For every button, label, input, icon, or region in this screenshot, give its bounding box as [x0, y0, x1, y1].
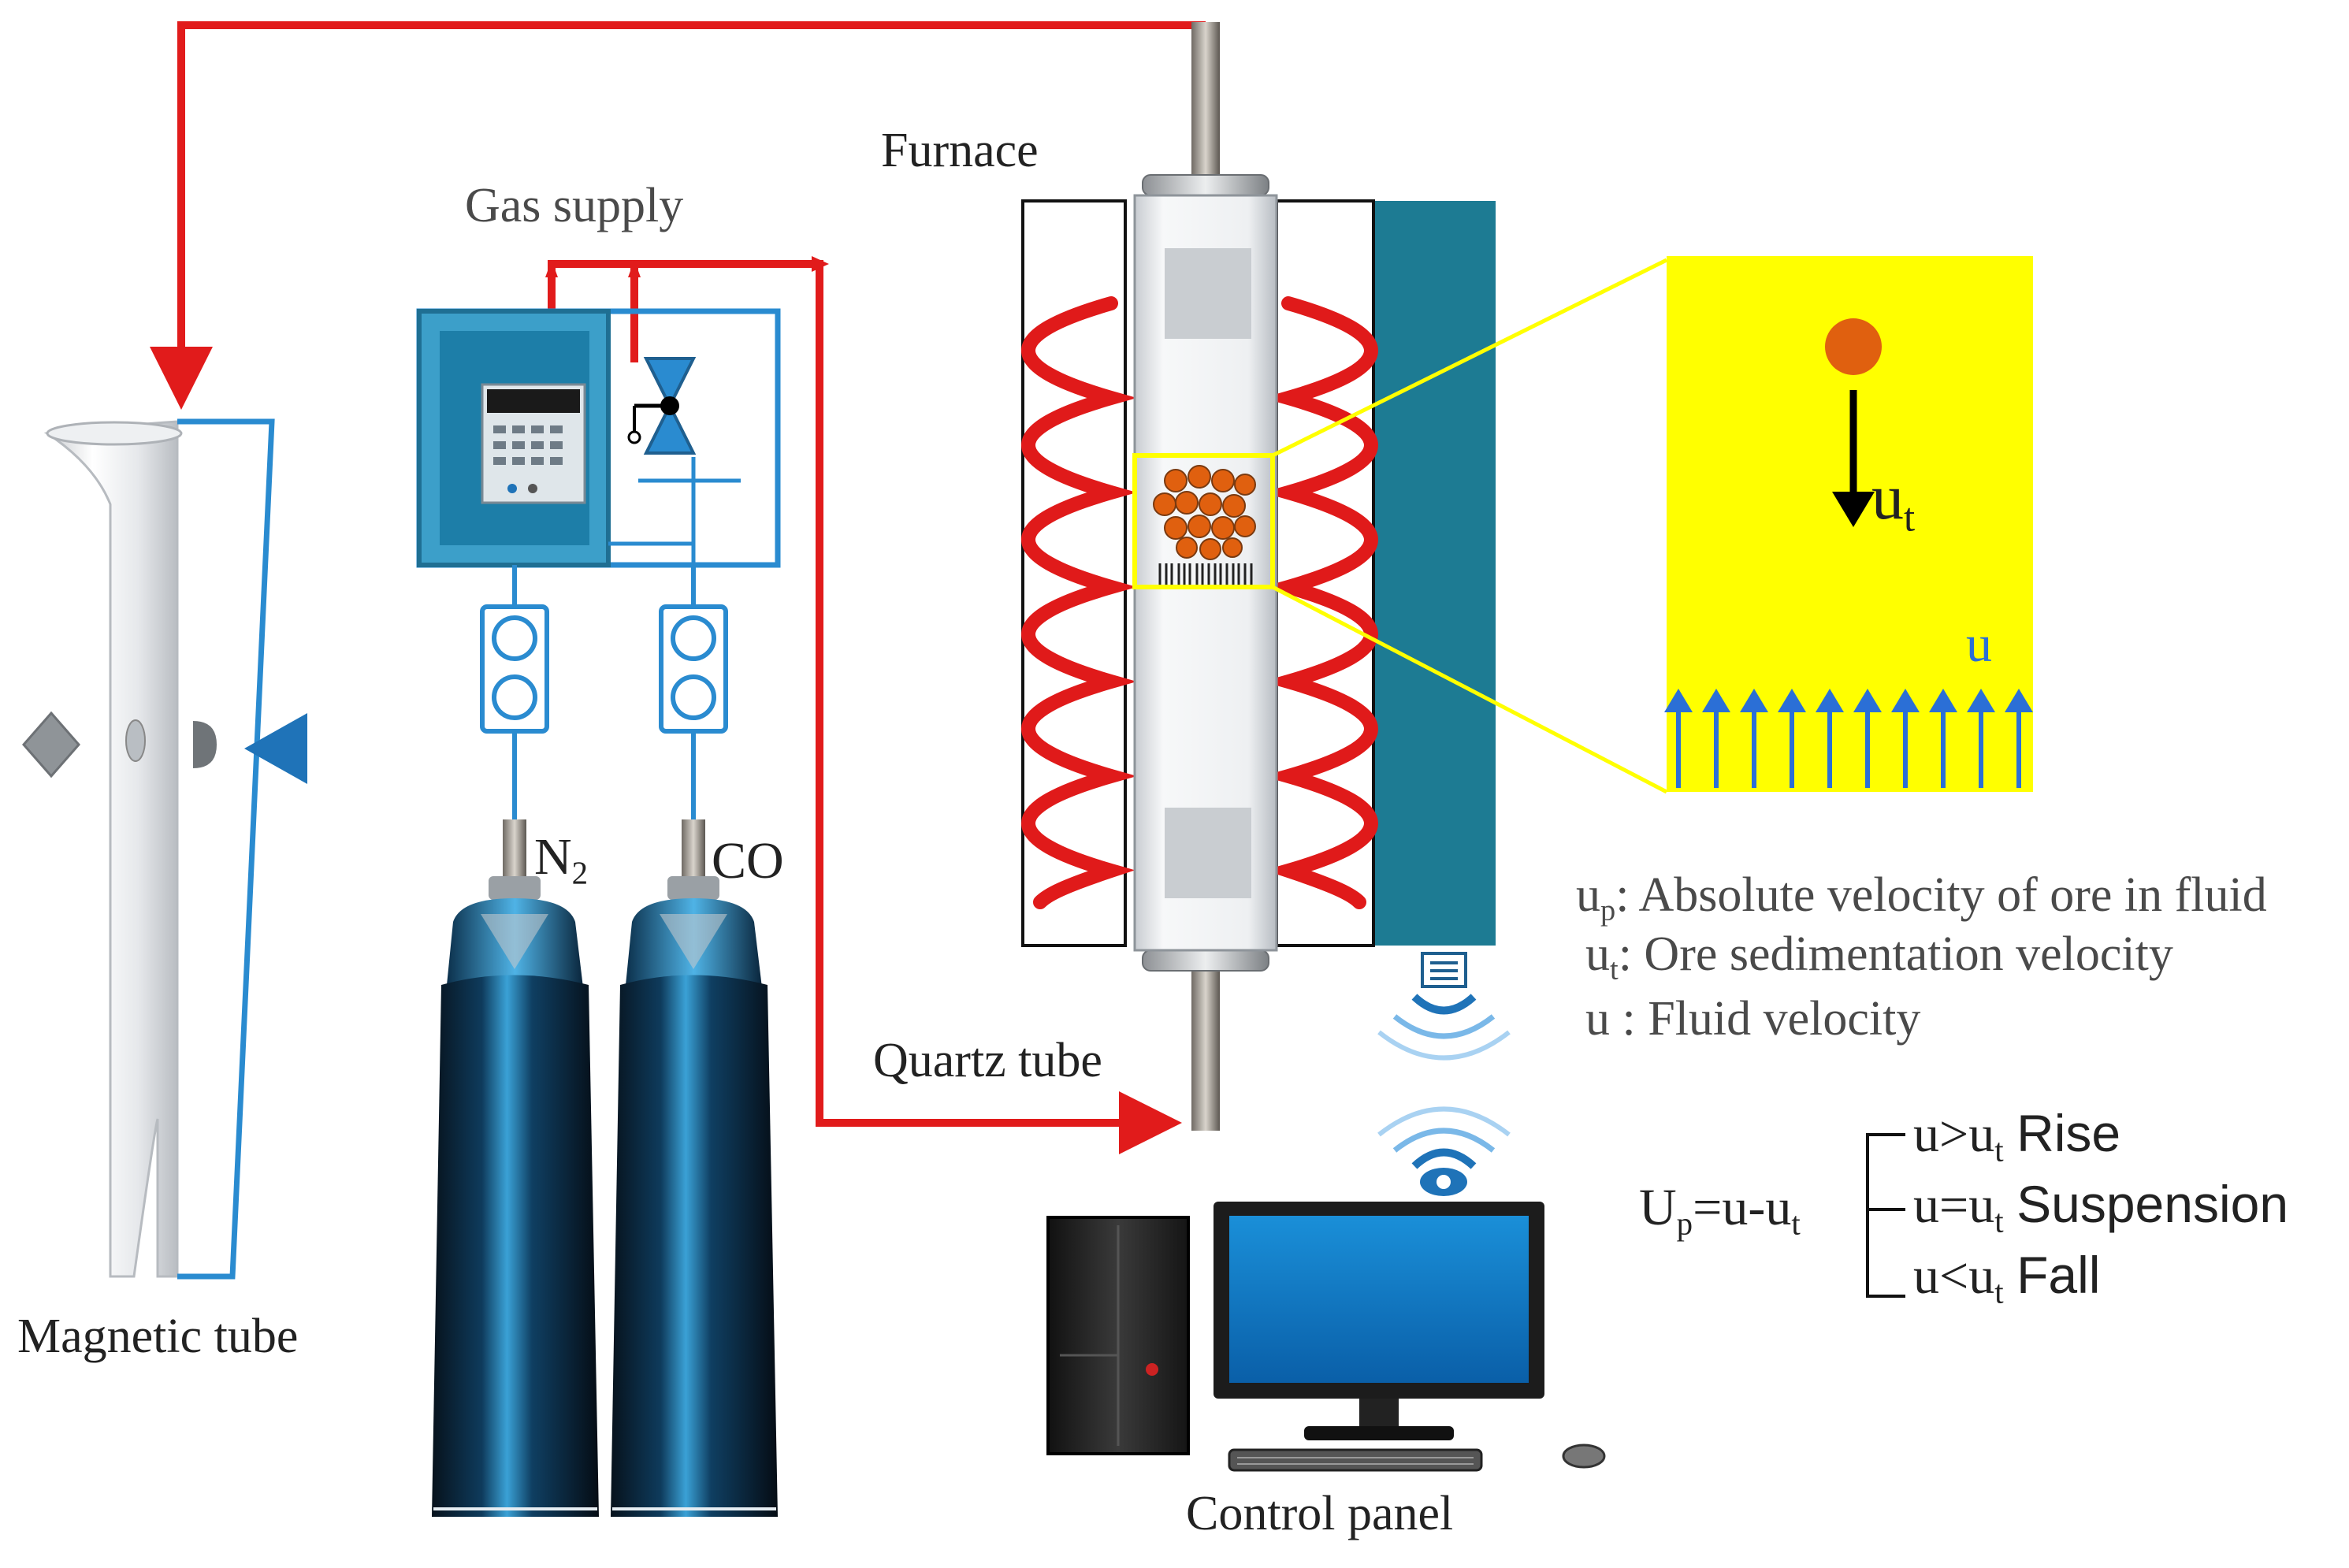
magnet-right-icon — [193, 721, 217, 768]
cases-bracket — [1866, 1133, 1905, 1298]
magnet-left-icon — [22, 711, 80, 778]
magnetic-tube-label: Magnetic tube — [17, 1310, 299, 1363]
legend-item-u: u : Fluid velocity — [1585, 992, 1921, 1046]
furnace-label: Furnace — [881, 124, 1039, 177]
magnetic-tube — [22, 418, 307, 1280]
legend-item-up: up: Absolute velocity of ore in fluid — [1576, 868, 2267, 927]
case-rise: u>ut Rise — [1913, 1104, 2121, 1169]
flow-meters — [480, 565, 728, 819]
heater-coil-left — [1021, 296, 1137, 909]
gas-supply-unit — [416, 308, 781, 568]
quartz-tube-label: Quartz tube — [873, 1034, 1102, 1087]
fluid-velocity-label: u — [1966, 615, 1992, 673]
ore-particle — [1825, 318, 1882, 375]
cylinder-co — [611, 819, 778, 1517]
gas-supply-label: Gas supply — [465, 179, 684, 232]
mouse — [1562, 1444, 1606, 1469]
fluid-flow-arrows — [1664, 689, 2033, 788]
legend-item-ut: ut: Ore sedimentation velocity — [1585, 927, 2173, 987]
furnace-panel — [1373, 201, 1496, 946]
case-suspension: u=ut Suspension — [1913, 1175, 2289, 1239]
computer — [1046, 1202, 1606, 1472]
wireless-link-icon — [1377, 952, 1511, 1196]
cylinder-co-label: CO — [712, 832, 784, 890]
valve-icon — [627, 357, 697, 455]
ut-arrow-label: ut — [1871, 461, 1916, 540]
return-line — [150, 21, 1206, 410]
cylinder-n2-label: N2 — [534, 828, 589, 891]
magnet-pointer-icon — [244, 713, 307, 784]
case-fall: u<ut Fall — [1913, 1246, 2101, 1310]
distributor-plate — [1158, 563, 1253, 587]
ore-bed — [1153, 465, 1256, 560]
heater-coil-right — [1262, 296, 1378, 909]
furnace — [1021, 22, 1668, 1131]
zoom-region — [1132, 453, 1275, 589]
keyboard — [1228, 1448, 1483, 1472]
velocity-inset — [1664, 256, 2033, 792]
control-panel-label: Control panel — [1186, 1487, 1454, 1540]
velocity-equation: Up=u-ut — [1639, 1179, 1801, 1242]
flow-meter-co — [659, 604, 728, 734]
flow-meter-n2 — [480, 604, 549, 734]
cylinder-n2 — [432, 819, 599, 1517]
